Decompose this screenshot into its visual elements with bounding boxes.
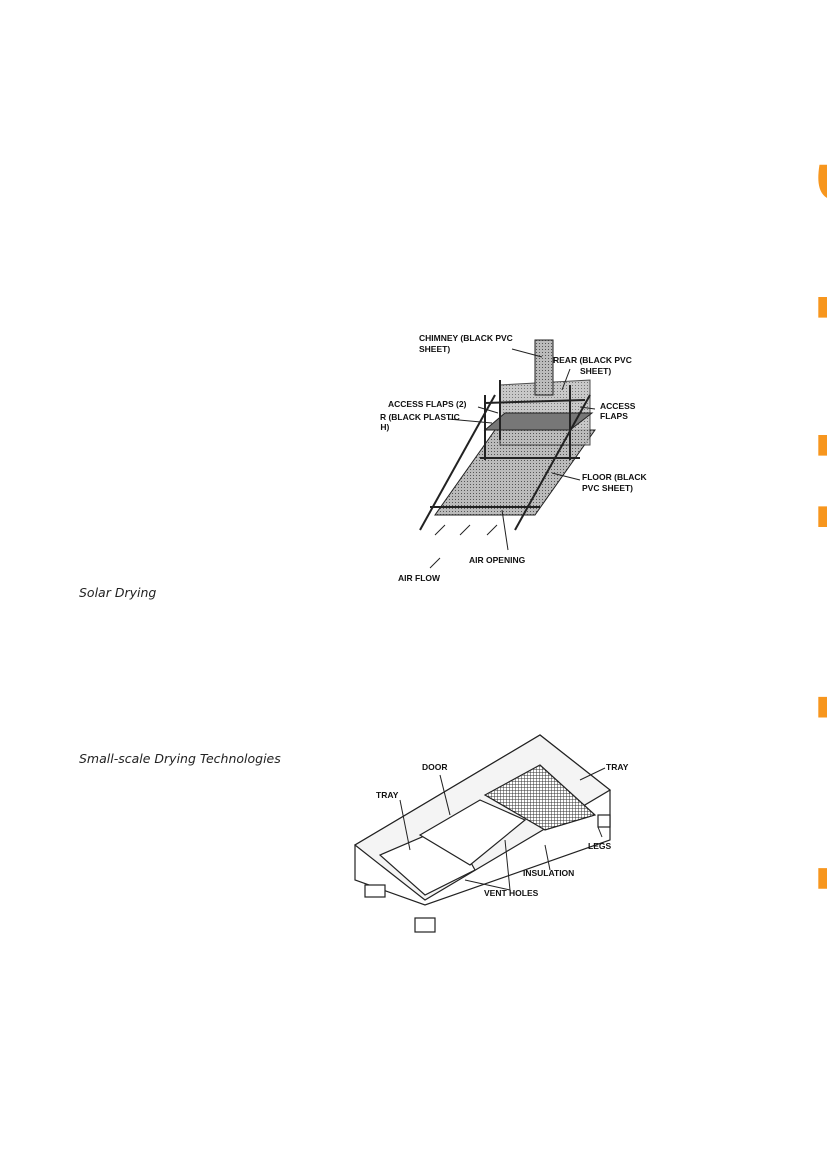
label-tray-right: TRAY [606,762,629,772]
label-floor-2: PVC SHEET) [582,483,633,493]
label-vent-holes: VENT HOLES [484,888,539,898]
label-air-opening: AIR OPENING [469,555,526,565]
label-rear-pvc: REAR (BLACK PVC [553,355,632,365]
solar-dryer-diagram: CHIMNEY (BLACK PVC SHEET) REAR (BLACK PV… [380,333,648,583]
label-floor: FLOOR (BLACK [582,472,648,482]
label-legs: LEGS [588,841,611,851]
chimney [534,339,554,396]
floor-sheet [434,429,596,516]
label-access-flaps-b: FLAPS [600,411,628,421]
label-rear-mesh-2: MESH) [380,422,390,432]
label-air-flow: AIR FLOW [398,573,441,583]
cabinet-dryer-diagram: DOOR TRAY TRAY LEGS INSULATION VENT HOLE… [353,734,629,933]
label-rear-mesh: REAR (BLACK PLASTIC [380,412,460,422]
label-insulation: INSULATION [523,868,574,878]
label-chimney: CHIMNEY (BLACK PVC [419,333,513,343]
figure1-caption: Solar Drying [79,585,157,600]
label-tray-left: TRAY [376,790,399,800]
label-access-flaps-2: ACCESS FLAPS (2) [388,399,467,409]
label-chimney-2: SHEET) [419,344,450,354]
label-access-flaps: ACCESS [600,401,636,411]
technical-brief-banner: technical brief [791,171,827,1098]
figure2-caption: Small-scale Drying Technologies [79,751,281,766]
label-rear-pvc-2: SHEET) [580,366,611,376]
mesh-shelf [483,412,594,431]
label-door: DOOR [422,762,448,772]
